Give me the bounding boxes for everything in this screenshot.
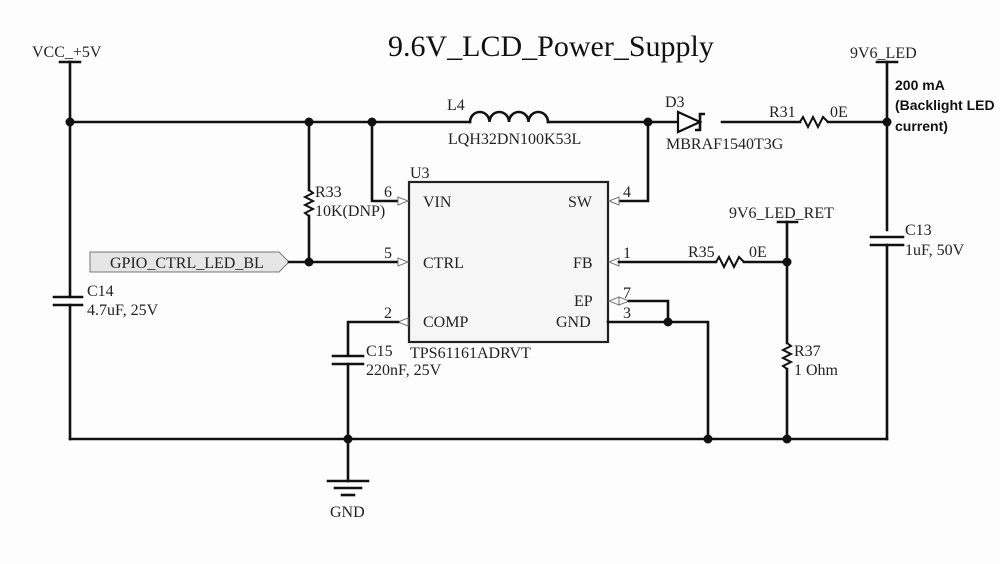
vcc-label: VCC_+5V [32, 44, 102, 61]
pin-arrow [397, 196, 410, 206]
r31-ref: R31 [769, 104, 796, 121]
pin-arrow [397, 257, 410, 267]
c14-ref: C14 [87, 283, 114, 300]
u3-ref: U3 [410, 165, 430, 182]
r31-value: 0E [830, 104, 848, 121]
pin-name-ep: EP [574, 293, 593, 310]
junction-dot [703, 434, 713, 444]
c15-ref: C15 [366, 343, 393, 360]
junction-dot [663, 317, 673, 327]
gnd-label: GND [330, 504, 365, 521]
resistor-r31: R31 0E [769, 104, 848, 130]
ep-wire [627, 299, 670, 324]
pin-name-sw: SW [568, 194, 593, 211]
led-ret-label: 9V6_LED_RET [729, 205, 834, 222]
resistor-r33: R33 10K(DNP) [302, 120, 385, 264]
pin-name-gnd: GND [556, 314, 591, 331]
pin-name-ctrl: CTRL [423, 255, 464, 272]
capacitor-c13: C13 1uF, 50V [869, 222, 965, 441]
pin-num-ctrl: 5 [384, 245, 392, 262]
l4-ref: L4 [447, 97, 465, 114]
r35-value: 0E [749, 244, 767, 261]
gpio-net-label: GPIO_CTRL_LED_BL [110, 255, 264, 272]
led-net-label: 9V6_LED [850, 45, 917, 62]
d3-ref: D3 [665, 94, 685, 111]
vcc-power-port: VCC_+5V [32, 44, 102, 124]
ic-u3: U3 TPS61161ADRVT 6 5 2 VIN CTRL COMP 4 1… [384, 165, 631, 362]
pin-arrow [607, 196, 620, 206]
inductor-l4: L4 LQH32DN100K53L [447, 97, 581, 148]
r33-ref: R33 [315, 184, 342, 201]
vin-wire [370, 120, 402, 203]
c15-value: 220nF, 25V [366, 362, 442, 379]
pin-num-comp: 2 [384, 305, 392, 322]
junction-dot [782, 434, 792, 444]
resistor-r35: R35 0E [617, 244, 789, 270]
c13-ref: C13 [905, 222, 932, 239]
r37-value: 1 Ohm [794, 362, 839, 379]
pin-arrow [607, 296, 620, 306]
annotation-line-3: current) [895, 118, 948, 134]
ground-icon: GND [326, 437, 370, 521]
pin-num-gnd: 3 [623, 305, 631, 322]
r37-ref: R37 [794, 343, 821, 360]
pin-arrow [618, 296, 631, 306]
pin-num-sw: 4 [623, 184, 631, 201]
l4-value: LQH32DN100K53L [448, 131, 581, 148]
u3-part: TPS61161ADRVT [410, 345, 531, 362]
pin-name-vin: VIN [423, 194, 452, 211]
diode-d3: D3 MBRAF1540T3G [665, 94, 784, 153]
schematic-title: 9.6V_LCD_Power_Supply [388, 30, 714, 63]
capacitor-c15: C15 220nF, 25V [331, 320, 442, 441]
pin-arrow [396, 317, 409, 327]
annotation-line-1: 200 mA [895, 77, 945, 93]
gnd-pin-wire [606, 320, 710, 441]
r35-ref: R35 [688, 244, 715, 261]
gpio-ctrl-port[interactable]: GPIO_CTRL_LED_BL [89, 251, 290, 273]
r33-value: 10K(DNP) [315, 203, 385, 220]
current-annotation: 200 mA (Backlight LED current) [895, 77, 995, 134]
pin-num-fb: 1 [623, 245, 631, 262]
pin-arrow [607, 257, 620, 267]
annotation-line-2: (Backlight LED [895, 97, 995, 113]
led-ret-port: 9V6_LED_RET [729, 205, 834, 345]
pin-name-fb: FB [573, 255, 593, 272]
pin-num-vin: 6 [384, 184, 392, 201]
c14-value: 4.7uF, 25V [87, 302, 159, 319]
c13-value: 1uF, 50V [905, 242, 965, 259]
led-power-port: 9V6_LED [850, 45, 917, 232]
sw-wire [616, 120, 650, 203]
pin-name-comp: COMP [423, 314, 468, 331]
capacitor-c14: C14 4.7uF, 25V [52, 120, 159, 441]
pin-num-ep: 7 [623, 285, 631, 302]
resistor-r37: R37 1 Ohm [780, 342, 839, 441]
d3-value: MBRAF1540T3G [666, 136, 784, 153]
